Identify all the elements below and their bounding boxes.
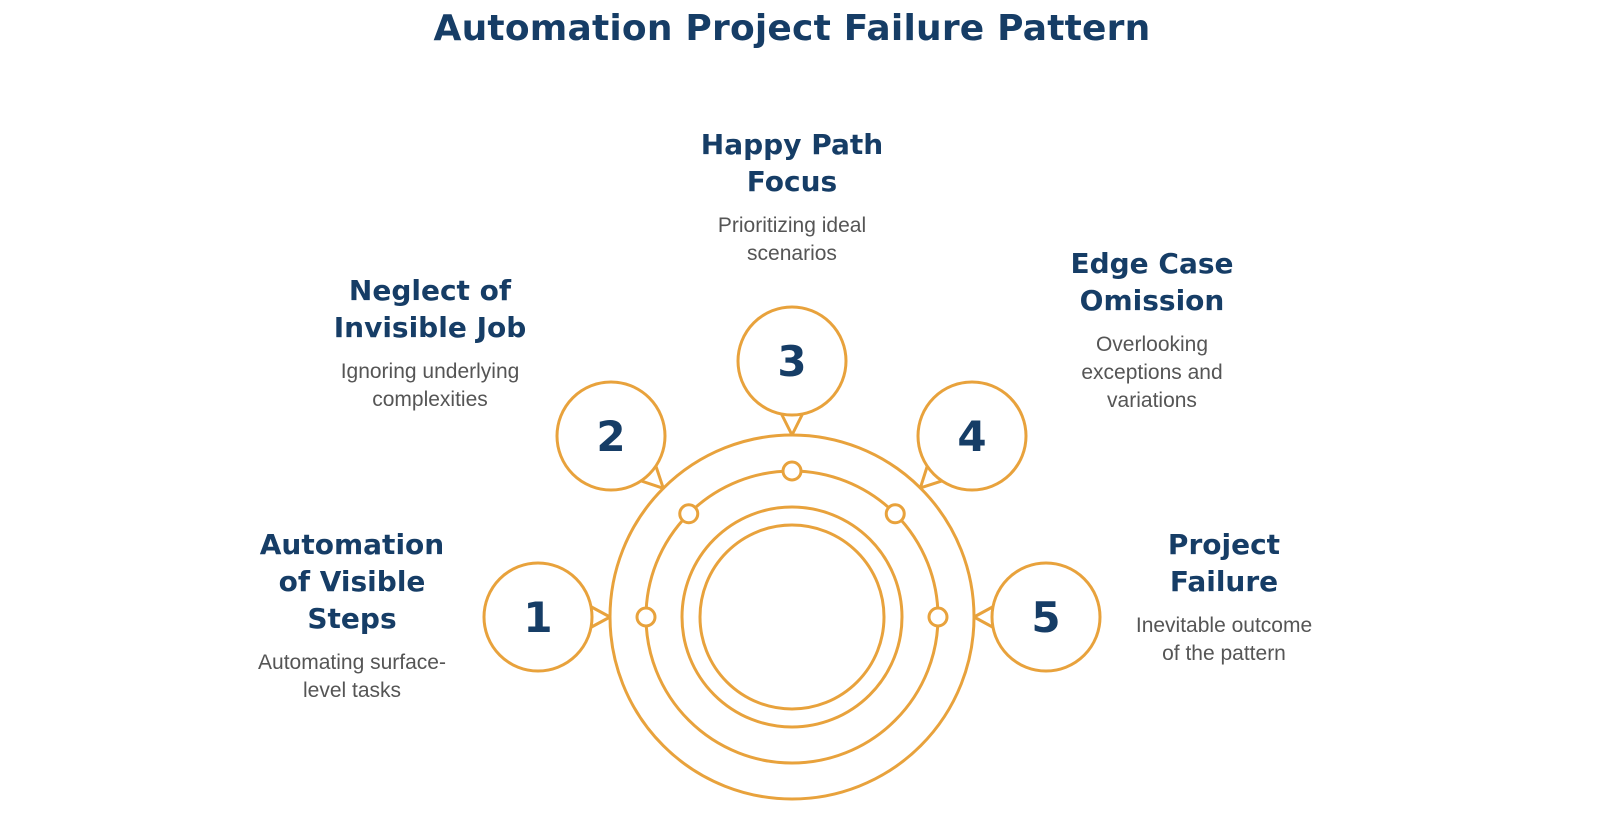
step-description-line: complexities	[372, 388, 488, 411]
ring-dot-1	[635, 606, 657, 628]
step-description: Inevitable outcome of the pattern	[1080, 612, 1368, 668]
step-description-line: level tasks	[302, 679, 402, 702]
step-title: Neglect of Invisible Job	[286, 272, 574, 346]
ring-dot-4	[884, 503, 906, 525]
step-description-line: Inevitable outcome	[1135, 614, 1313, 637]
step-bubble-3: 3	[736, 305, 848, 437]
step-bubble-1: 1	[482, 561, 612, 673]
ring-dot-2	[678, 503, 700, 525]
step-title-line: Edge Case	[1070, 247, 1234, 280]
bubble-circle	[555, 380, 667, 492]
step-description-line: Prioritizing ideal	[717, 214, 867, 237]
step-description-line: Overlooking	[1095, 333, 1209, 356]
step-title-line: Omission	[1079, 284, 1225, 317]
ring-dot-3	[781, 460, 803, 482]
bubble-circle	[990, 561, 1102, 673]
step-description: Overlooking exceptions and variations	[1008, 331, 1296, 415]
step-title-line: Project	[1167, 528, 1281, 561]
step-bubble-4: 4	[916, 380, 1028, 492]
step-description: Ignoring underlying complexities	[286, 358, 574, 414]
bubble-seam	[634, 459, 656, 481]
bubble-circle	[736, 305, 848, 417]
step-title-line: Invisible Job	[333, 311, 527, 344]
step-bubble-5: 5	[972, 561, 1102, 673]
step-title-line: Automation	[259, 528, 445, 561]
ring-dot-5	[927, 606, 949, 628]
page-title: Automation Project Failure Pattern	[433, 8, 1151, 49]
step-number-4: 4	[957, 412, 986, 461]
step-description: Automating surface-level tasks	[208, 649, 496, 705]
step-number-5: 5	[1031, 593, 1060, 642]
step-description-line: scenarios	[747, 242, 837, 265]
step-number-1: 1	[523, 593, 552, 642]
outer-ring	[608, 433, 976, 801]
bubble-circle	[916, 380, 1028, 492]
step-title-line: Focus	[746, 165, 838, 198]
step-description-line: Ignoring underlying	[340, 360, 520, 383]
step-description-line: variations	[1107, 389, 1197, 412]
bubble-seam	[927, 459, 949, 481]
core-ring	[698, 523, 886, 711]
step-title-line: Failure	[1169, 565, 1279, 598]
step-title-line: of Visible	[278, 565, 426, 598]
bubble-circle	[482, 561, 594, 673]
step-description-line: exceptions and	[1081, 361, 1223, 384]
step-title-line: Happy Path	[700, 128, 884, 161]
step-description-line: of the pattern	[1162, 642, 1286, 665]
step-number-2: 2	[596, 412, 625, 461]
step-description-line: Automating surface-	[258, 651, 446, 674]
step-bubble-2: 2	[555, 380, 667, 492]
step-title-line: Neglect of	[348, 274, 512, 307]
step-title-line: Steps	[307, 602, 397, 635]
step-description: Prioritizing ideal scenarios	[648, 212, 936, 268]
inner-ring	[680, 505, 904, 729]
step-number-3: 3	[777, 337, 806, 386]
